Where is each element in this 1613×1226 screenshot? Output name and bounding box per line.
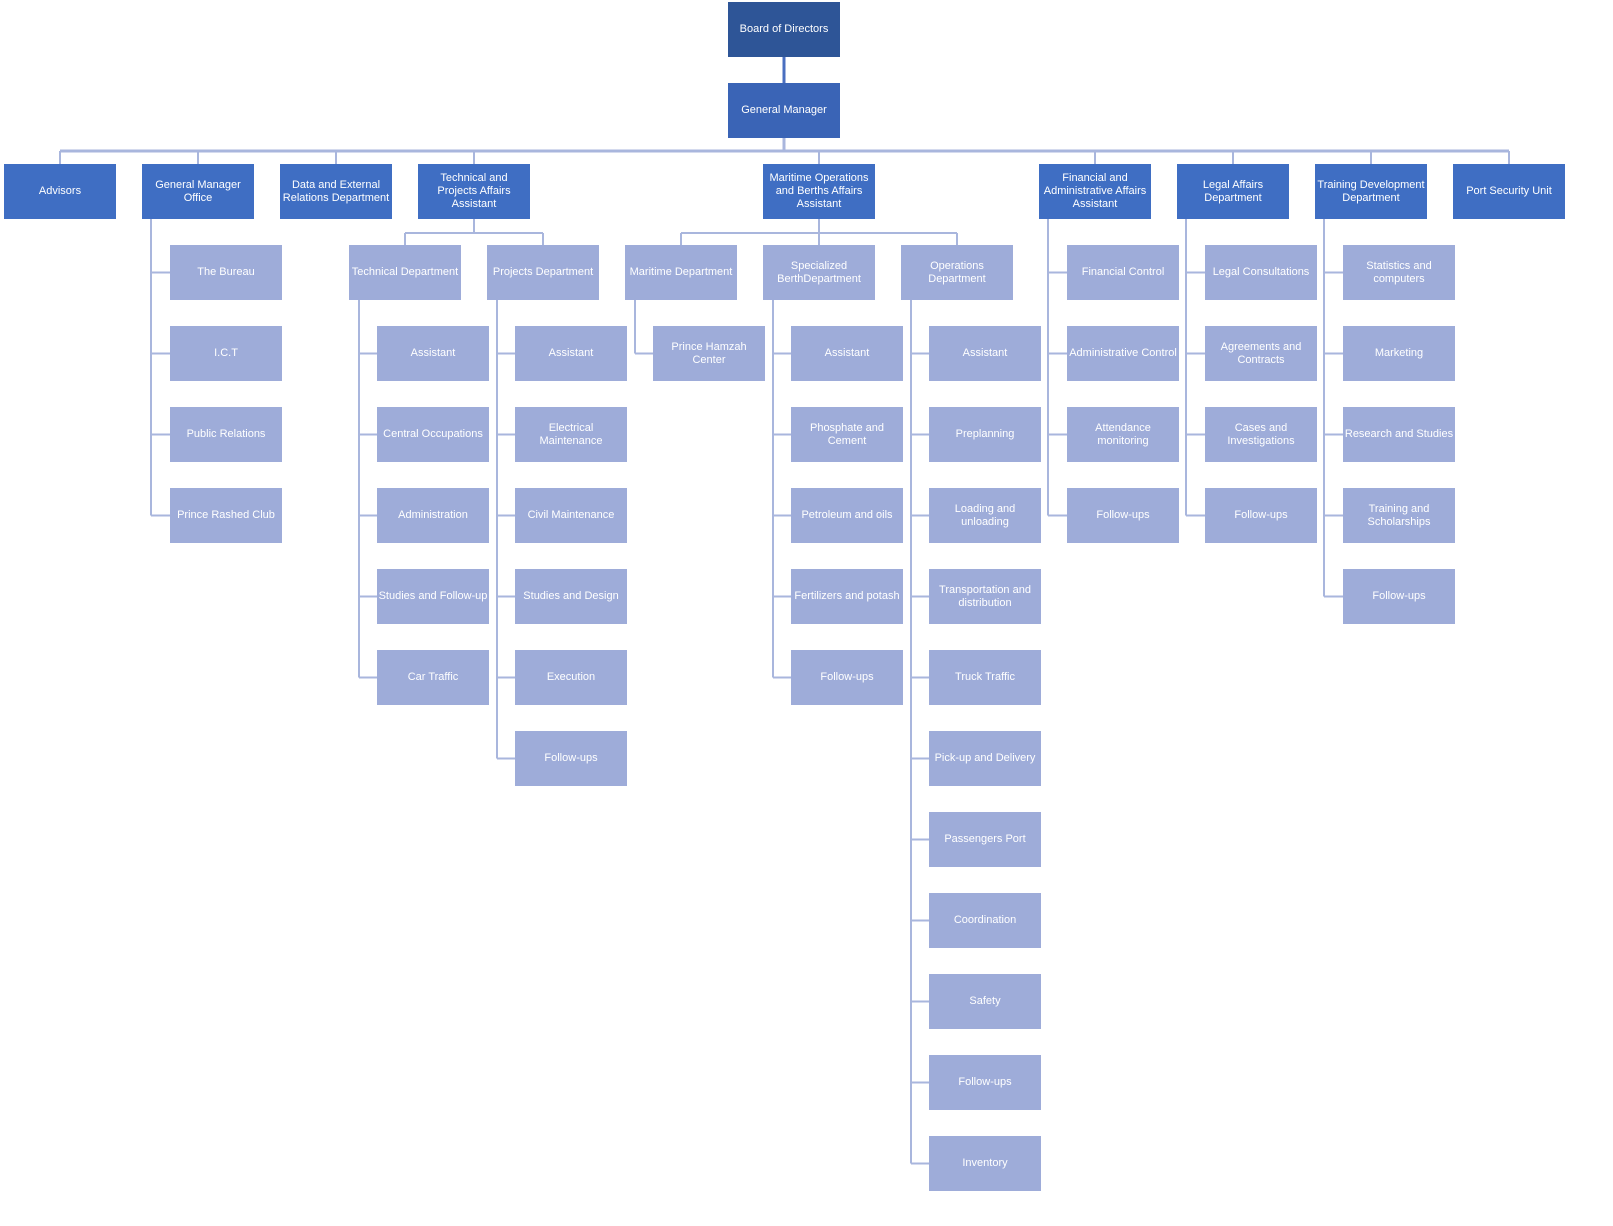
node-advisors: Advisors (4, 164, 116, 219)
node-petroleum-and-oils: Petroleum and oils (791, 488, 903, 543)
node-coordination: Coordination (929, 893, 1041, 948)
node-maritime-department: Maritime Department (625, 245, 737, 300)
node-marketing: Marketing (1343, 326, 1455, 381)
node-safety: Safety (929, 974, 1041, 1029)
node-electrical-maintenance: Electrical Maintenance (515, 407, 627, 462)
node-legal-consultations: Legal Consultations (1205, 245, 1317, 300)
node-follow-ups: Follow-ups (1205, 488, 1317, 543)
node-financial-control: Financial Control (1067, 245, 1179, 300)
node-truck-traffic: Truck Traffic (929, 650, 1041, 705)
node-general-manager: General Manager (728, 83, 840, 138)
node-maritime-operations-and-berths-affairs-assistant: Maritime Operations and Berths Affairs A… (763, 164, 875, 219)
node-fertilizers-and-potash: Fertilizers and potash (791, 569, 903, 624)
node-prince-hamzah-center: Prince Hamzah Center (653, 326, 765, 381)
node-loading-and-unloading: Loading and unloading (929, 488, 1041, 543)
node-statistics-and-computers: Statistics and computers (1343, 245, 1455, 300)
node-car-traffic: Car Traffic (377, 650, 489, 705)
node-follow-ups: Follow-ups (929, 1055, 1041, 1110)
node-follow-ups: Follow-ups (791, 650, 903, 705)
node-preplanning: Preplanning (929, 407, 1041, 462)
node-training-development-department: Training Development Department (1315, 164, 1427, 219)
node-follow-ups: Follow-ups (1067, 488, 1179, 543)
node-legal-affairs-department: Legal Affairs Department (1177, 164, 1289, 219)
node-attendance-monitoring: Attendance monitoring (1067, 407, 1179, 462)
node-administration: Administration (377, 488, 489, 543)
node-phosphate-and-cement: Phosphate and Cement (791, 407, 903, 462)
node-studies-and-design: Studies and Design (515, 569, 627, 624)
node-cases-and-investigations: Cases and Investigations (1205, 407, 1317, 462)
node-training-and-scholarships: Training and Scholarships (1343, 488, 1455, 543)
node-projects-department: Projects Department (487, 245, 599, 300)
node-civil-maintenance: Civil Maintenance (515, 488, 627, 543)
node-financial-and-administrative-affairs-assistant: Financial and Administrative Affairs Ass… (1039, 164, 1151, 219)
node-data-and-external-relations-department: Data and External Relations Department (280, 164, 392, 219)
node-assistant: Assistant (377, 326, 489, 381)
node-central-occupations: Central Occupations (377, 407, 489, 462)
node-prince-rashed-club: Prince Rashed Club (170, 488, 282, 543)
node-pick-up-and-delivery: Pick-up and Delivery (929, 731, 1041, 786)
node-assistant: Assistant (929, 326, 1041, 381)
node-inventory: Inventory (929, 1136, 1041, 1191)
node-operations-department: Operations Department (901, 245, 1013, 300)
node-public-relations: Public Relations (170, 407, 282, 462)
node-the-bureau: The Bureau (170, 245, 282, 300)
node-specialized-berthdepartment: Specialized BerthDepartment (763, 245, 875, 300)
node-follow-ups: Follow-ups (515, 731, 627, 786)
node-technical-and-projects-affairs-assistant: Technical and Projects Affairs Assistant (418, 164, 530, 219)
node-technical-department: Technical Department (349, 245, 461, 300)
node-port-security-unit: Port Security Unit (1453, 164, 1565, 219)
node-board-of-directors: Board of Directors (728, 2, 840, 57)
node-passengers-port: Passengers Port (929, 812, 1041, 867)
node-research-and-studies: Research and Studies (1343, 407, 1455, 462)
node-assistant: Assistant (791, 326, 903, 381)
node-agreements-and-contracts: Agreements and Contracts (1205, 326, 1317, 381)
node-administrative-control: Administrative Control (1067, 326, 1179, 381)
node-follow-ups: Follow-ups (1343, 569, 1455, 624)
node-transportation-and-distribution: Transportation and distribution (929, 569, 1041, 624)
node-execution: Execution (515, 650, 627, 705)
node-general-manager-office: General Manager Office (142, 164, 254, 219)
node-studies-and-follow-up: Studies and Follow-up (377, 569, 489, 624)
node-assistant: Assistant (515, 326, 627, 381)
node-i-c-t: I.C.T (170, 326, 282, 381)
